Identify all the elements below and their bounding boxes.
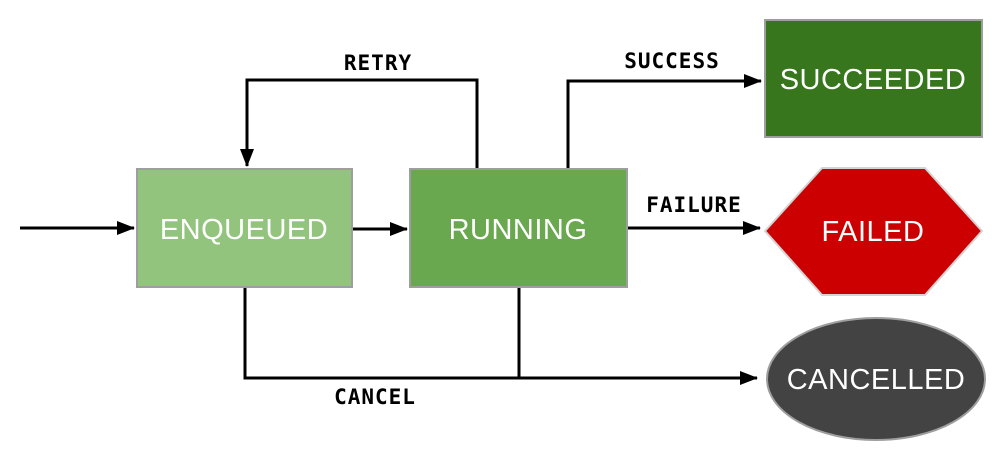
edge-label-cancel: CANCEL — [334, 385, 416, 409]
edge-label-failure: FAILURE — [646, 193, 742, 217]
node-failed — [763, 167, 984, 296]
node-label-failed: FAILED — [822, 216, 925, 248]
edge-success-running-to-succeeded — [566, 74, 762, 170]
node-label-succeeded: SUCCEEDED — [780, 64, 967, 96]
node-running — [409, 168, 628, 288]
edge-retry-running-to-enqueued — [240, 78, 479, 170]
edge-cancel-to-cancelled — [243, 288, 758, 385]
node-enqueued — [136, 168, 353, 288]
node-succeeded — [764, 19, 983, 138]
edge-label-success: SUCCESS — [624, 49, 720, 73]
node-label-enqueued: ENQUEUED — [160, 214, 328, 246]
node-cancelled — [766, 317, 986, 441]
node-label-cancelled: CANCELLED — [787, 364, 966, 396]
edge-label-retry: RETRY — [344, 51, 412, 75]
node-label-running: RUNNING — [449, 214, 588, 246]
